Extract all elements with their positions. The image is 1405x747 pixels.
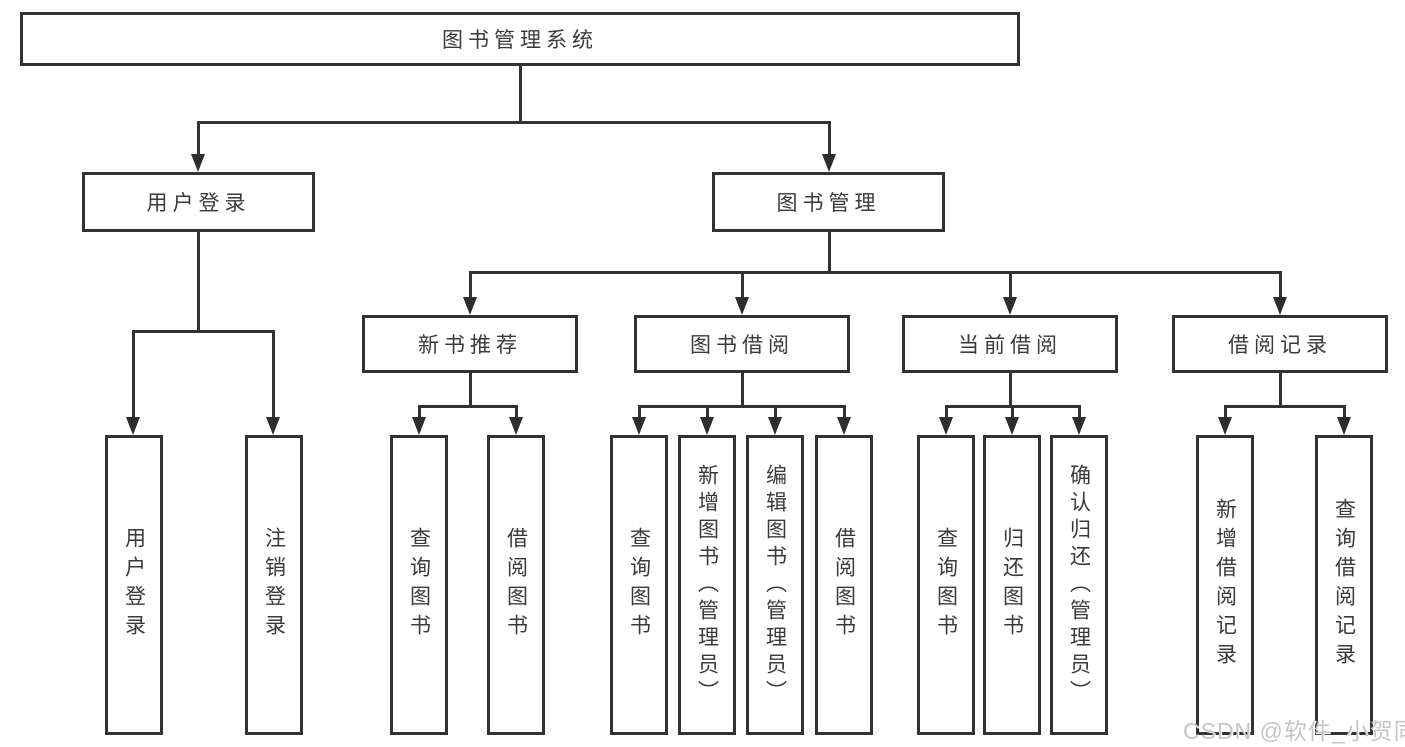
node-new-book-recommend: 新书推荐 — [362, 315, 578, 373]
connector-line — [1279, 271, 1282, 299]
connector-line — [1343, 405, 1346, 419]
connector-line — [828, 121, 831, 157]
node-user-login: 用户登录 — [82, 172, 315, 232]
arrow-down-icon — [1005, 417, 1019, 435]
arrow-down-icon — [1337, 417, 1351, 435]
leaf-add-book-admin: 新增图书（管理员） — [678, 435, 736, 735]
arrow-down-icon — [191, 154, 205, 172]
connector-line — [469, 373, 472, 408]
arrow-down-icon — [1003, 297, 1017, 315]
connector-line — [1009, 373, 1012, 408]
connector-line — [1078, 405, 1081, 419]
arrow-down-icon — [735, 297, 749, 315]
arrow-down-icon — [768, 417, 782, 435]
node-current-borrow: 当前借阅 — [902, 315, 1118, 373]
connector-line — [843, 405, 846, 419]
watermark: CSDN @软件_小贺同学 — [1183, 718, 1405, 744]
leaf-query-borrow-record: 查询借阅记录 — [1315, 435, 1373, 735]
connector-line — [1279, 373, 1282, 408]
connector-line — [132, 330, 135, 420]
arrow-down-icon — [463, 297, 477, 315]
connector-line — [1009, 271, 1012, 299]
arrow-down-icon — [1218, 417, 1232, 435]
node-book-borrow: 图书借阅 — [634, 315, 850, 373]
arrow-down-icon — [837, 417, 851, 435]
leaf-edit-book-admin: 编辑图书（管理员） — [746, 435, 804, 735]
leaf-return-book: 归还图书 — [983, 435, 1041, 735]
arrow-down-icon — [632, 417, 646, 435]
connector-line — [197, 121, 200, 157]
connector-line — [741, 373, 744, 408]
node-borrow-records: 借阅记录 — [1172, 315, 1388, 373]
arrow-down-icon — [700, 417, 714, 435]
arrow-down-icon — [412, 417, 426, 435]
leaf-user-login: 用户登录 — [105, 435, 163, 735]
connector-line — [418, 405, 421, 419]
connector-line — [1224, 405, 1346, 408]
leaf-logout: 注销登录 — [245, 435, 303, 735]
connector-line — [638, 405, 641, 419]
connector-line — [1011, 405, 1014, 419]
leaf-add-borrow-record: 新增借阅记录 — [1196, 435, 1254, 735]
connector-line — [945, 405, 948, 419]
connector-line — [197, 232, 200, 333]
connector-line — [638, 405, 846, 408]
arrow-down-icon — [939, 417, 953, 435]
connector-line — [197, 121, 831, 124]
connector-line — [469, 271, 1282, 274]
connector-line — [515, 405, 518, 419]
leaf-borrow-books-recommend: 借阅图书 — [487, 435, 545, 735]
connector-line — [828, 232, 831, 274]
leaf-confirm-return-admin: 确认归还（管理员） — [1050, 435, 1108, 735]
connector-line — [774, 405, 777, 419]
arrow-down-icon — [266, 417, 280, 435]
connector-line — [469, 271, 472, 299]
connector-line — [519, 66, 522, 124]
leaf-query-books-recommend: 查询图书 — [390, 435, 448, 735]
arrow-down-icon — [509, 417, 523, 435]
arrow-down-icon — [1273, 297, 1287, 315]
arrow-down-icon — [126, 417, 140, 435]
connector-line — [132, 330, 275, 333]
connector-line — [272, 330, 275, 420]
leaf-query-books-borrow: 查询图书 — [610, 435, 668, 735]
leaf-query-books-current: 查询图书 — [917, 435, 975, 735]
connector-line — [706, 405, 709, 419]
connector-line — [741, 271, 744, 299]
leaf-borrow-books: 借阅图书 — [815, 435, 873, 735]
arrow-down-icon — [1072, 417, 1086, 435]
node-book-management: 图书管理 — [712, 172, 945, 232]
node-root: 图书管理系统 — [20, 12, 1020, 66]
connector-line — [418, 405, 518, 408]
arrow-down-icon — [822, 154, 836, 172]
connector-line — [1224, 405, 1227, 419]
